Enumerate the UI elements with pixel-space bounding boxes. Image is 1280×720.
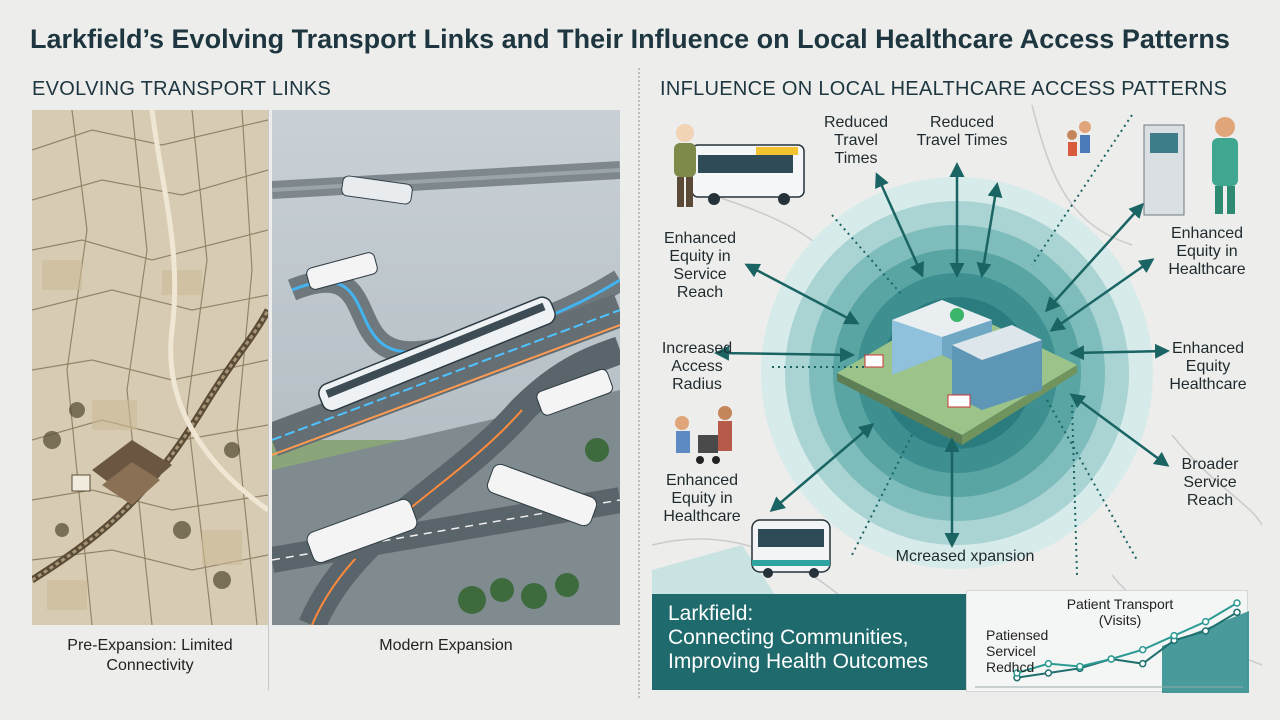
label-line: Reach bbox=[1186, 492, 1234, 509]
patient-transport-chart-plot bbox=[975, 599, 1249, 693]
healthcare-access-diagram bbox=[652, 105, 1262, 690]
label-line: Increased bbox=[661, 340, 733, 357]
label-line: Travel Times bbox=[916, 132, 1008, 149]
bus-bottom-left bbox=[306, 498, 418, 564]
label-line: Access bbox=[671, 358, 723, 375]
panel-separator bbox=[268, 110, 269, 690]
mini-chart-side-label: Patiensed bbox=[986, 627, 1049, 643]
chart-point bbox=[1233, 599, 1241, 607]
label-line: Enhanced bbox=[665, 472, 739, 489]
label-line: Enhanced bbox=[1171, 340, 1245, 357]
label-equity-healthcare-left: Enhanced Equity in Healthcare bbox=[652, 472, 752, 526]
label-line: Healthcare bbox=[663, 508, 741, 525]
chart-series-line bbox=[1016, 602, 1238, 674]
mini-chart-title: Patient Transport (Visits) bbox=[1010, 596, 1230, 628]
mini-chart-side-label: Servicel bbox=[986, 643, 1036, 659]
tram-main bbox=[318, 296, 556, 412]
banner-line: Larkfield: bbox=[668, 602, 754, 625]
chart-series-line bbox=[1016, 611, 1238, 679]
label-line: Reach bbox=[676, 284, 724, 301]
parent-stroller bbox=[675, 406, 732, 464]
mini-chart-title-line: Patient Transport bbox=[1066, 596, 1174, 612]
label-line: Travel bbox=[834, 132, 878, 149]
chart-point bbox=[1201, 617, 1210, 626]
label-equity-service-reach: Enhanced Equity in Service Reach bbox=[652, 230, 748, 302]
family-figures bbox=[1067, 121, 1091, 156]
label-increased-access-radius: Increased Access Radius bbox=[652, 340, 742, 394]
label-reduced-travel-times-1: Reduced Travel Times bbox=[808, 114, 904, 168]
label-line: Healthcare bbox=[1169, 376, 1247, 393]
label-broader-service-reach: Broader Service Reach bbox=[1168, 456, 1252, 510]
label-line: Healthcare bbox=[1168, 261, 1246, 278]
label-line: Equity in bbox=[669, 248, 731, 265]
chart-point bbox=[1138, 659, 1147, 668]
label-line: Enhanced bbox=[663, 230, 737, 247]
chart-point bbox=[1233, 608, 1241, 617]
chart-point bbox=[1170, 631, 1178, 640]
chart-point bbox=[1044, 669, 1053, 677]
page-title: Larkfield’s Evolving Transport Links and… bbox=[30, 24, 1230, 54]
section-divider bbox=[638, 68, 640, 698]
mini-chart-side-label: Redhcd bbox=[986, 659, 1035, 675]
chart-point bbox=[1044, 659, 1053, 668]
label-line: Service bbox=[673, 266, 727, 283]
chart-point bbox=[1138, 645, 1147, 654]
label-line: Times bbox=[834, 150, 878, 167]
label-increased-expansion: Mcreased xpansion bbox=[895, 548, 1035, 565]
old-station-building bbox=[71, 440, 172, 505]
bus-stop-scene bbox=[674, 124, 805, 207]
kiosk-and-staff bbox=[1143, 117, 1238, 216]
label-line: Equity in bbox=[671, 490, 733, 507]
label-line: Service bbox=[1183, 474, 1237, 491]
banner-line: Connecting Communities, bbox=[668, 626, 909, 649]
summary-banner: Larkfield: Connecting Communities, Impro… bbox=[652, 594, 966, 690]
bus-bottom-right bbox=[486, 463, 598, 527]
pre-expansion-illustration bbox=[32, 110, 268, 625]
label-equity-healthcare-right: Enhanced Equity in Healthcare bbox=[1155, 225, 1259, 279]
bus-left bbox=[306, 252, 378, 290]
right-section-heading: INFLUENCE ON LOCAL HEALTHCARE ACCESS PAT… bbox=[660, 78, 1228, 100]
label-line: Enhanced bbox=[1170, 225, 1244, 242]
label-reduced-travel-times-2: Reduced Travel Times bbox=[902, 114, 1022, 150]
label-line: Equity bbox=[1185, 358, 1231, 375]
label-line: Broader bbox=[1181, 456, 1239, 473]
caption-line: Pre-Expansion: Limited bbox=[67, 637, 233, 654]
modern-expansion-caption: Modern Expansion bbox=[379, 637, 513, 654]
chart-point bbox=[1107, 655, 1116, 663]
chart-point bbox=[1076, 662, 1084, 671]
pre-expansion-caption: Pre-Expansion: Limited Connectivity bbox=[32, 636, 268, 676]
bus-bottom bbox=[751, 519, 831, 578]
chart-point bbox=[1201, 627, 1210, 635]
patient-transport-chart bbox=[966, 590, 1249, 693]
label-line: Reduced bbox=[929, 114, 995, 131]
label-line: Equity in bbox=[1176, 243, 1238, 260]
central-hospital bbox=[837, 300, 1077, 445]
old-map-drawing bbox=[32, 110, 268, 625]
tram-upper bbox=[341, 175, 413, 205]
modern-transport-drawing bbox=[272, 110, 620, 625]
chart-point bbox=[1013, 669, 1021, 677]
banner-line: Improving Health Outcomes bbox=[668, 650, 929, 673]
caption-line: Connectivity bbox=[106, 657, 194, 674]
label-line: Radius bbox=[672, 376, 722, 393]
left-section-heading: EVOLVING TRANSPORT LINKS bbox=[32, 78, 332, 100]
label-equity-healthcare-mid: Enhanced Equity Healthcare bbox=[1160, 340, 1256, 394]
label-line: Reduced bbox=[823, 114, 889, 131]
bus-right bbox=[536, 368, 613, 416]
mini-chart-side-labels: Patiensed Servicel Redhcd bbox=[986, 627, 1066, 675]
mini-chart-title-line: (Visits) bbox=[1098, 612, 1142, 628]
modern-expansion-illustration bbox=[272, 110, 620, 625]
